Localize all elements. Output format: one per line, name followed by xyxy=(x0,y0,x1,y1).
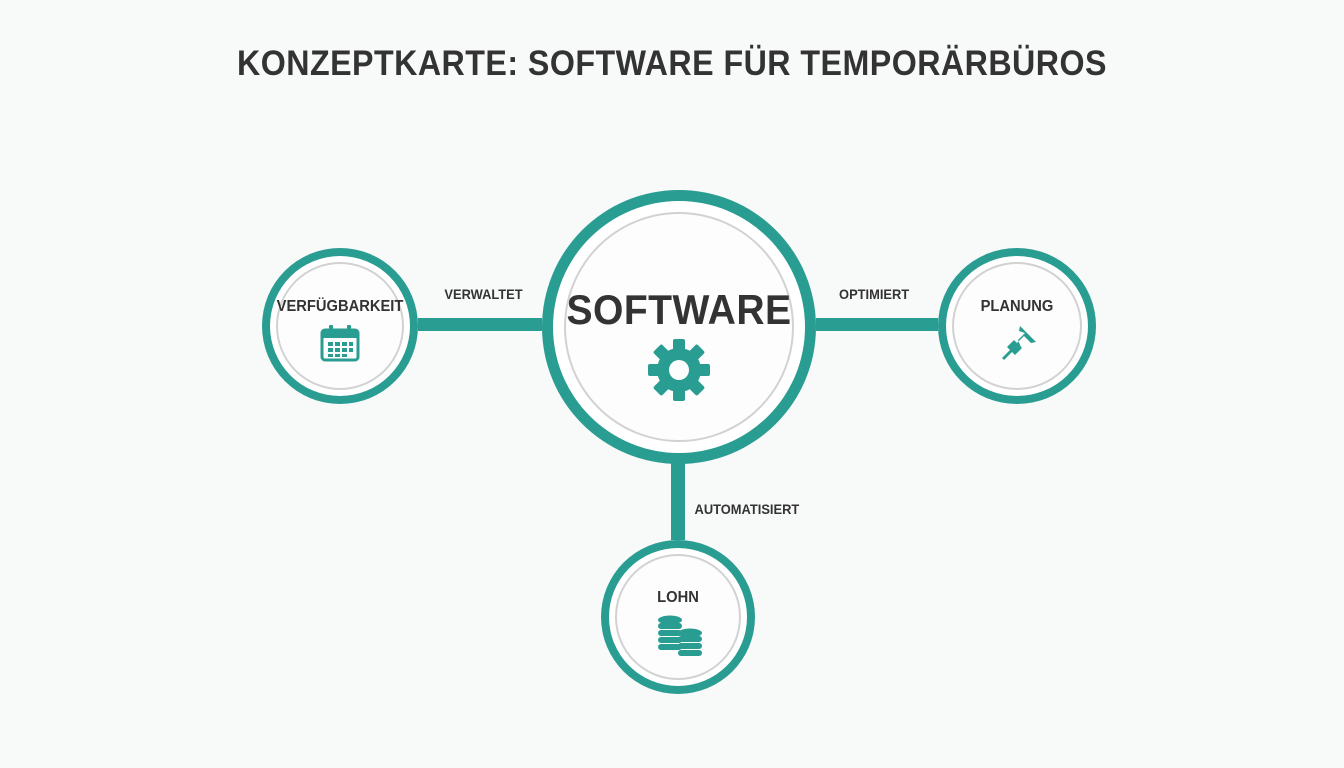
coins-icon xyxy=(658,615,702,656)
connector-verfuegbarkeit xyxy=(418,318,542,331)
calendar-icon xyxy=(320,325,360,362)
connector-lohn xyxy=(671,458,685,540)
node-label-planung: PLANUNG xyxy=(980,298,1054,315)
center-node-software: SOFTWARE xyxy=(542,190,816,464)
pushpin-icon xyxy=(1002,326,1036,360)
node-label-verfuegbarkeit: VERFÜGBARKEIT xyxy=(276,298,404,315)
edge-label-optimiert: OPTIMIERT xyxy=(839,286,910,302)
gear-icon xyxy=(648,339,710,401)
node-verfuegbarkeit: VERFÜGBARKEIT xyxy=(262,248,418,404)
edge-label-verwaltet: VERWALTET xyxy=(444,286,523,302)
node-label-lohn: LOHN xyxy=(657,589,699,606)
connector-planung xyxy=(816,318,938,331)
node-lohn: LOHN xyxy=(601,540,755,694)
edge-label-automatisiert: AUTOMATISIERT xyxy=(694,501,800,517)
diagram-title: KONZEPTKARTE: SOFTWARE FÜR TEMPORÄRBÜROS xyxy=(237,44,1107,83)
center-node-label: SOFTWARE xyxy=(566,286,792,333)
node-planung: PLANUNG xyxy=(938,248,1096,404)
